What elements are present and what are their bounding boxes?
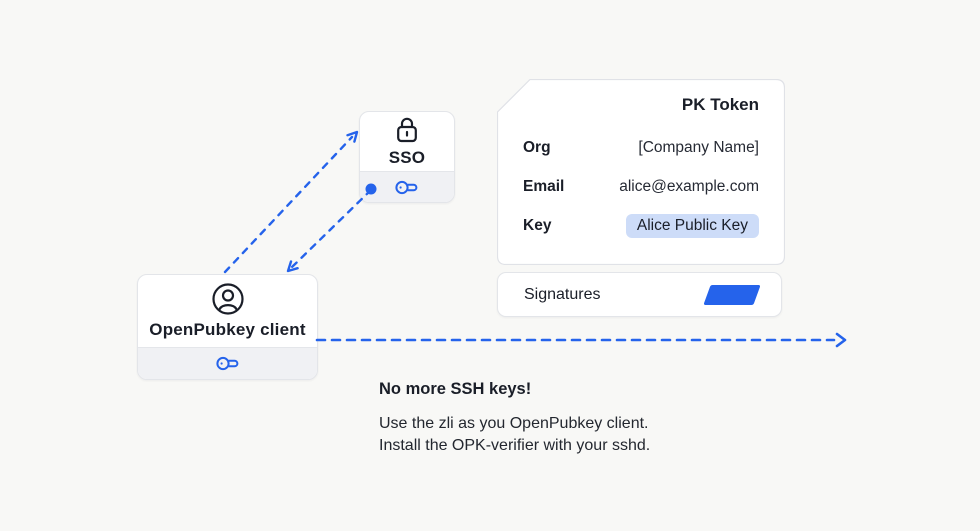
row-value: alice@example.com bbox=[619, 178, 759, 195]
caption-line-1: Use the zli as you OpenPubkey client. bbox=[379, 415, 649, 432]
public-key-pill: Alice Public Key bbox=[625, 214, 759, 238]
user-circle-icon bbox=[211, 283, 244, 315]
pk-token-title: PK Token bbox=[681, 95, 759, 114]
sso-node-body: SSO bbox=[360, 112, 454, 171]
row-label: Key bbox=[523, 217, 552, 234]
row-value: [Company Name] bbox=[638, 139, 759, 156]
row-label: Email bbox=[523, 178, 565, 195]
token-row-org: Org [Company Name] bbox=[523, 136, 759, 160]
pk-token-content: PK Token Org [Company Name] Email alice@… bbox=[497, 79, 785, 265]
caption-line-2: Install the OPK-verifier with your sshd. bbox=[379, 437, 651, 454]
key-icon bbox=[215, 356, 238, 371]
token-row-key: Key Alice Public Key bbox=[523, 214, 759, 238]
pk-token-card: PK Token Org [Company Name] Email alice@… bbox=[497, 79, 785, 265]
caption-heading: No more SSH keys! bbox=[379, 380, 532, 398]
signature-parallelogram-icon bbox=[703, 284, 761, 305]
sso-node: SSO bbox=[359, 111, 455, 203]
sso-key-strip bbox=[360, 171, 454, 202]
arrow-sso-to-client bbox=[290, 188, 373, 269]
signatures-box: Signatures bbox=[497, 272, 782, 317]
row-label: Org bbox=[523, 139, 551, 156]
client-node-body: OpenPubkey client bbox=[138, 275, 317, 347]
sso-label: SSO bbox=[388, 147, 426, 167]
arrowhead-down-left bbox=[286, 260, 299, 273]
client-label: OpenPubkey client bbox=[149, 320, 306, 339]
arrow-client-to-sso bbox=[223, 135, 354, 274]
arrowhead-up-right bbox=[346, 130, 359, 143]
openpubkey-client-node: OpenPubkey client bbox=[137, 274, 318, 380]
signatures-label: Signatures bbox=[524, 285, 601, 303]
client-key-strip bbox=[138, 347, 317, 379]
token-row-email: Email alice@example.com bbox=[523, 175, 759, 199]
arrowhead-right bbox=[835, 332, 847, 348]
key-icon bbox=[395, 180, 418, 194]
lock-icon bbox=[397, 117, 417, 142]
caption: No more SSH keys! Use the zli as you Ope… bbox=[379, 380, 650, 457]
